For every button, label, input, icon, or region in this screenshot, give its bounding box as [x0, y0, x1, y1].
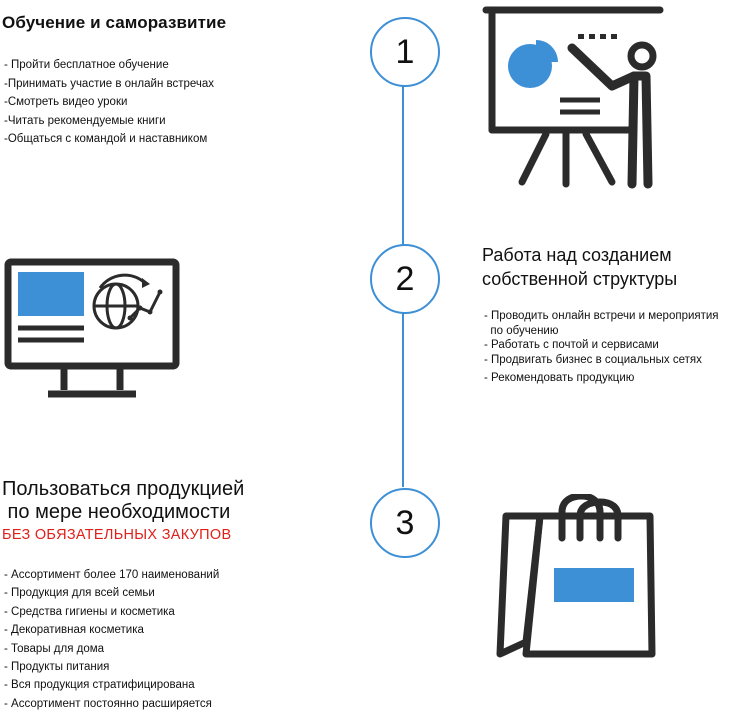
- step-1-number: 1: [395, 32, 415, 71]
- list-item: - Продукты питания: [4, 661, 110, 674]
- list-item: -Принимать участие в онлайн встречах: [4, 77, 215, 90]
- list-item: - Декоративная косметика: [4, 624, 144, 637]
- step-3-highlight: БЕЗ ОБЯЗАТЕЛЬНЫХ ЗАКУПОВ: [2, 527, 232, 543]
- list-item: -Читать рекомендуемые книги: [4, 114, 166, 127]
- list-item: - Рекомендовать продукцию: [484, 372, 635, 384]
- list-item: - Товары для дома: [4, 642, 105, 655]
- list-item: - Средства гигиены и косметика: [4, 605, 175, 618]
- step-1-circle: 1: [370, 17, 440, 87]
- presentation-icon: [482, 6, 664, 189]
- timeline-segment-2: [402, 310, 404, 487]
- step-2-circle: 2: [370, 244, 440, 314]
- shopping-bag-icon: [496, 494, 656, 658]
- step-3-number: 3: [395, 503, 415, 542]
- step-3-title-line-2: по мере необходимости: [2, 501, 231, 523]
- list-item: - Продвигать бизнес в социальных сетях: [484, 353, 702, 366]
- timeline-segment-1: [402, 85, 404, 245]
- step-3-title: Пользоваться продукцией по мере необходи…: [2, 478, 244, 524]
- step-3-list: - Ассортимент более 170 наименований - П…: [4, 566, 219, 713]
- computer-monitor-icon: [4, 258, 180, 398]
- step-1-list: - Пройти бесплатное обучение -Принимать …: [4, 56, 214, 149]
- step-2-title-line-2: собственной структуры: [482, 269, 678, 289]
- step-2-title-line-1: Работа над созданием: [482, 245, 672, 265]
- list-item: -Смотреть видео уроки: [4, 96, 128, 108]
- step-3-title-line-1: Пользоваться продукцией: [2, 478, 245, 500]
- step-2-title: Работа над созданием собственной структу…: [482, 243, 677, 291]
- step-1-title: Обучение и саморазвитие: [2, 13, 227, 32]
- step-3-circle: 3: [370, 488, 440, 558]
- list-item: - Продукция для всей семьи: [4, 587, 155, 600]
- list-item: - Проводить онлайн встречи и мероприятия: [484, 310, 719, 322]
- list-item: - Работать с почтой и сервисами: [484, 339, 659, 351]
- step-2-list: - Проводить онлайн встречи и мероприятия…: [484, 309, 719, 386]
- list-item: - Вся продукция стратифицирована: [4, 679, 195, 692]
- list-item: -Общаться с командой и наставником: [4, 133, 208, 145]
- list-item: - Ассортимент постоянно расширяется: [4, 697, 212, 710]
- list-item: - Ассортимент более 170 наименований: [4, 569, 220, 581]
- step-2-number: 2: [395, 259, 415, 298]
- list-item: по обучению: [484, 324, 559, 337]
- list-item: - Пройти бесплатное обучение: [4, 59, 169, 71]
